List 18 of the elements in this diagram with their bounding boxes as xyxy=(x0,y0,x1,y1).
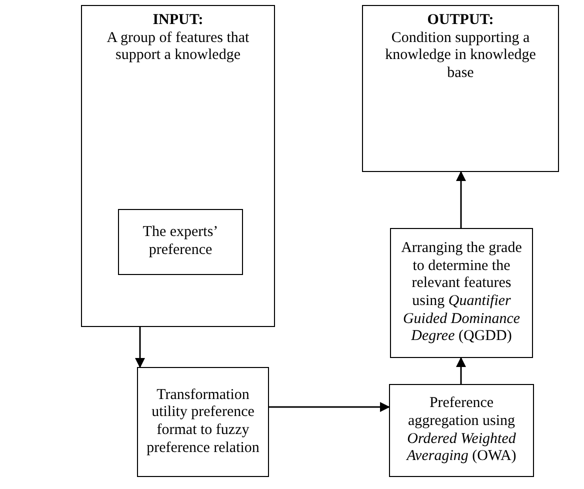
box-text: Arranging the grade to determine the relevant features using Quantifier Guided Dominance Degree (QGDD) xyxy=(400,240,523,346)
process-box xyxy=(137,367,269,477)
box-heading: INPUT: xyxy=(152,12,204,30)
box-text: A group of features that support a knowledge xyxy=(106,30,250,66)
arrow xyxy=(135,327,145,368)
process-box xyxy=(81,5,275,327)
box-text: The experts’ preference xyxy=(142,224,220,260)
arrow xyxy=(269,402,390,412)
process-box xyxy=(390,228,533,358)
arrow xyxy=(456,357,466,384)
box-text: Condition supporting a knowledge in knowledge base xyxy=(384,30,537,83)
process-box xyxy=(362,5,559,172)
arrow xyxy=(456,171,466,228)
process-box xyxy=(118,209,243,275)
box-text: Transformation utility preference format to fuzzy preference relation xyxy=(146,386,260,458)
box-text: Preference aggregation using Ordered Weighted Averaging (OWA) xyxy=(405,395,518,466)
process-box xyxy=(389,384,534,477)
box-heading: OUTPUT: xyxy=(427,12,494,30)
